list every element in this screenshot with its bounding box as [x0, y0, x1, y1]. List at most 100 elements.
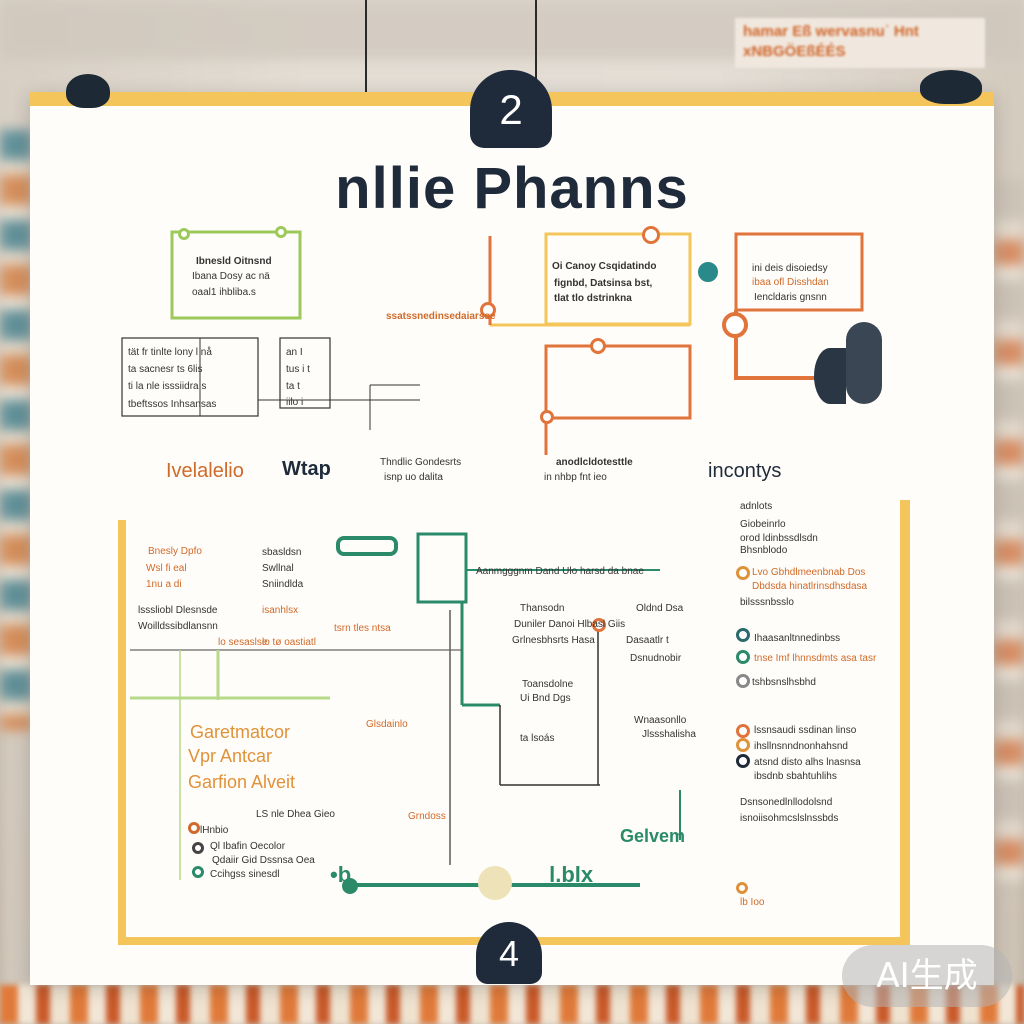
poster-clip-right — [920, 70, 982, 104]
bullet-teal-2 — [736, 650, 750, 664]
node-teal-1 — [698, 262, 718, 282]
section-right-note-1: anodlcldotesttle — [556, 457, 633, 468]
lower-left-list-1: lHnbio — [200, 825, 229, 836]
lower-right-line-11: lssnsaudi ssdinan linso — [754, 725, 857, 736]
lower-left-top-1: Bnesly Dpfo — [148, 546, 202, 557]
lower-center-label-5: Dasaatlr t — [626, 635, 669, 646]
lower-left-mid-1: lsssliobl Dlesnsde — [138, 605, 218, 616]
node-orange-1 — [642, 226, 660, 244]
lower-left-top-6: Sniindlda — [262, 579, 304, 590]
lower-right-line-4: Bhsnblodo — [740, 545, 788, 556]
lower-center-label-10: ta lsoás — [520, 733, 555, 744]
table-row-2: ta sacnesr ts 6lis — [128, 364, 203, 375]
bullet-gray-1 — [736, 674, 750, 688]
section-left-note-2: isnp uo dalita — [384, 472, 443, 483]
lower-left-heading-2: Vpr Antcar — [188, 746, 273, 766]
bullet-orange-3 — [736, 738, 750, 752]
mid-label-left: ssatssnedinsedaiarsse — [386, 311, 496, 322]
node-cream-lower — [478, 866, 512, 900]
poster-board — [30, 92, 994, 985]
lower-right-line-13: atsnd disto alhs lnasnsa — [754, 757, 861, 768]
lower-center-label-6: Dsnudnobir — [630, 653, 682, 664]
lower-right-line-9: tnse Imf lhnnsdmts asa tasr — [754, 653, 877, 664]
center-card-line-2: fignbd, Datsinsa bst, — [554, 278, 653, 289]
node-green-pill — [336, 536, 398, 556]
lower-section-frame-side — [900, 500, 910, 940]
lower-center-label-2: Oldnd Dsa — [636, 603, 684, 614]
lower-left-mid-4: lo tø oastiatl — [262, 637, 316, 648]
lower-center-label-1: Thansodn — [520, 603, 565, 614]
lower-right-line-12: ihsllnsnndnonhahsnd — [754, 741, 848, 752]
lower-right-line-14: ibsdnb sbahtuhlihs — [754, 771, 837, 782]
left-shelf — [0, 130, 32, 730]
node-orange-4 — [480, 302, 496, 318]
table-right-row-2: tus i t — [286, 364, 310, 375]
hanging-string-right — [535, 0, 537, 95]
lower-left-heading-3: Garfion Alveit — [188, 772, 296, 792]
section-left-label-2: Wtap — [282, 458, 331, 480]
hanging-string-left — [365, 0, 367, 95]
right-shelf — [994, 180, 1024, 880]
right-card-line-3: Iencldaris gnsnn — [754, 292, 827, 303]
lower-right-line-1: adnlots — [740, 501, 773, 512]
lower-left-top-7: isanhlsx — [262, 605, 299, 616]
center-card-line-3: tlat tlo dstrinkna — [554, 293, 632, 304]
section-left-label: Ivelalelio — [166, 460, 244, 482]
lower-right-line-8: Ihaasanltnnedinbss — [754, 633, 841, 644]
table-row-4: tbeftssos Inhsansas — [128, 399, 217, 410]
node-green-lower — [342, 878, 358, 894]
bullet-orange-2 — [736, 724, 750, 738]
lower-center-label-12: Jlssshalisha — [642, 729, 696, 740]
right-card-line-2: ibaa ofl Disshdan — [752, 277, 829, 288]
lower-center-big-label: Gelvem — [620, 826, 686, 846]
speaker-icon — [814, 322, 882, 404]
card-outline-lower-center — [544, 344, 692, 420]
table-right-row-4: iilo i — [286, 397, 304, 408]
top-left-card-line-2: Ibana Dosy ac nä — [192, 271, 270, 282]
lower-left-top-3: 1nu a di — [146, 579, 182, 590]
lower-left-heading-1: Garetmatcor — [190, 722, 291, 742]
table-outline — [121, 337, 259, 417]
section-right-note-2: in nhbp fnt ieo — [544, 472, 607, 483]
lower-left-list-4: Qdaiir Gid Dssnsa Oea — [212, 855, 315, 866]
section-left-note-1: Thndlic Gondesrts — [380, 457, 462, 468]
lower-center-bottom-glyphs: •b l.blx — [330, 862, 594, 887]
lower-left-top-5: Swllnal — [262, 563, 294, 574]
poster-clip-left — [66, 74, 110, 108]
badge-bottom: 4 — [476, 922, 542, 984]
bullet-navy-1 — [736, 754, 750, 768]
lower-left-top-4: sbasldsn — [262, 547, 302, 558]
bullet-left-1 — [188, 822, 200, 834]
lower-center-label-11: Wnaasonllo — [634, 715, 687, 726]
lower-left-mid-5: tsrn tles ntsa — [334, 623, 391, 634]
badge-top: 2 — [470, 70, 552, 148]
table-row-1: tät fr tinlte lony l nå — [128, 347, 212, 358]
lower-right-line-5: Lvo Gbhdlmeenbnab Dos — [752, 567, 866, 578]
lower-center-label-3: Duniler Danoi Hlbasl Giis — [514, 619, 626, 630]
store-sign: hamar Eß wervasnuʿ Hnt xNBGÖEßÉÉS — [735, 18, 985, 68]
bullet-left-3 — [192, 866, 204, 878]
center-card-line-1: Oi Canoy Csqidatindo — [552, 261, 657, 272]
lower-right-line-6: Dbdsda hinatlrinsdhsdasa — [752, 581, 868, 592]
lower-left-list-2: LS nle Dhea Gieo — [256, 809, 335, 820]
lower-left-mid-2: Woilldssibdlansnn — [138, 621, 218, 632]
node-orange-5 — [540, 410, 554, 424]
lower-right-line-10: tshbsnslhsbhd — [752, 677, 816, 688]
bullet-left-2 — [192, 842, 204, 854]
lower-left-mid-3: lo sesaslse — [218, 637, 268, 648]
node-orange-lower — [592, 618, 606, 632]
top-left-card-line-1: Ibnesld Oitnsnd — [196, 256, 272, 267]
lower-right-line-16: isnoiisohmcslslnssbds — [740, 813, 839, 824]
bullet-teal-1 — [736, 628, 750, 642]
lower-right-line-3: orod ldinbssdlsdn — [740, 533, 818, 544]
lower-center-label-8: Ui Bnd Dgs — [520, 693, 571, 704]
bullet-orange-1 — [736, 566, 750, 580]
lower-center-label-7: Toansdolne — [522, 679, 574, 690]
node-orange-2 — [722, 312, 748, 338]
right-card-line-1: ini deis disoiedsy — [752, 263, 828, 274]
lower-right-line-15: Dsnsonedlnllodolsnd — [740, 797, 833, 808]
node-orange-3 — [590, 338, 606, 354]
card-outline-top-left — [170, 230, 302, 320]
lower-center-label-4: Grlnesbhsrts Hasa — [512, 635, 595, 646]
bullet-orange-4 — [736, 882, 748, 894]
